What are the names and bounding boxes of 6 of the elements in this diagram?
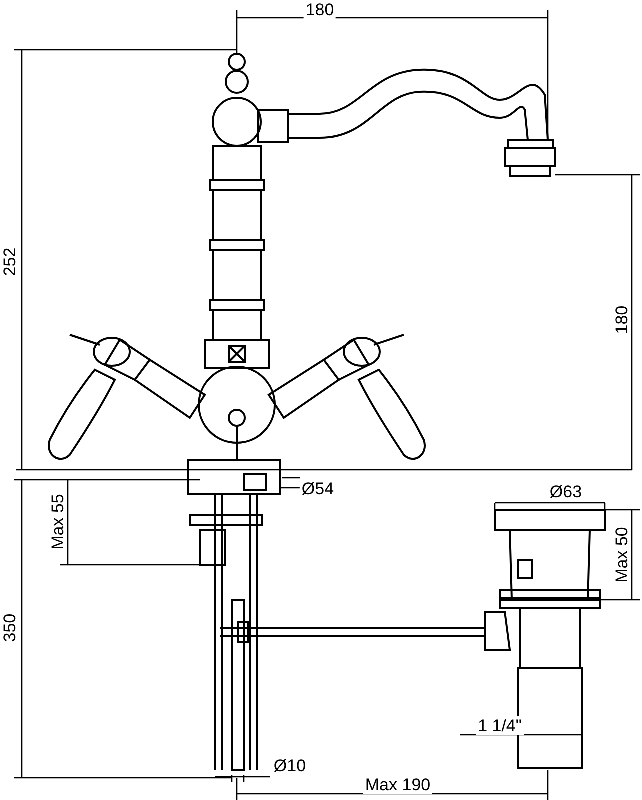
- dimension-label: Max 55: [48, 492, 68, 552]
- dimension-label: Max 190: [363, 776, 433, 794]
- dimension-label: Max 50: [612, 525, 632, 585]
- dimension-label: 180: [304, 0, 336, 20]
- dimension-label: 1 1/4": [476, 716, 524, 736]
- dimension-label: 180: [612, 304, 632, 336]
